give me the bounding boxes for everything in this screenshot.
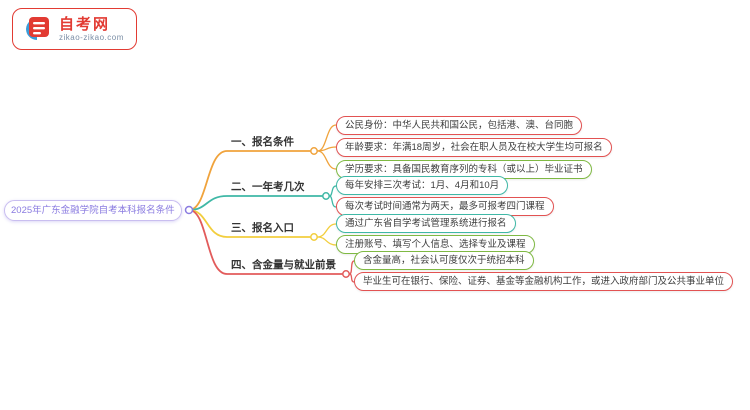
link-branch-2-child-2: [328, 195, 337, 208]
branch-label-1: 一、报名条件: [231, 136, 294, 148]
branch-4-endpoint: [342, 270, 350, 278]
site-logo-text: 自考网 zikao-zikao.com: [59, 16, 124, 42]
leaf-node-age-requirement: 年龄要求：年满18周岁，社会在职人员及在校大学生均可报名: [336, 138, 612, 157]
branch-2-endpoint: [322, 192, 330, 200]
link-branch-1-child-2: [316, 146, 337, 152]
leaf-node-career-prospects: 毕业生可在银行、保险、证券、基金等金融机构工作，或进入政府部门及公共事业单位: [354, 272, 734, 291]
branch-1-endpoint: [310, 147, 318, 155]
leaf-node-citizenship: 公民身份：中华人民共和国公民，包括港、澳、台同胞: [336, 116, 583, 135]
branch-label-2: 二、一年考几次: [231, 181, 305, 193]
root-endpoint: [184, 205, 194, 215]
link-root-branch-3: [188, 209, 311, 238]
link-branch-2-child-1: [328, 185, 337, 197]
site-logo-icon: [21, 14, 51, 44]
branch-label-4: 四、含金量与就业前景: [231, 259, 336, 271]
brand-name: 自考网: [59, 15, 111, 33]
mindmap-root-node: 2025年广东金融学院自考本科报名条件: [4, 200, 182, 221]
leaf-node-recognition: 含金量高，社会认可度仅次于统招本科: [354, 251, 534, 270]
link-root-branch-4: [188, 209, 343, 275]
link-branch-3-child-1: [316, 223, 337, 238]
branch-label-3: 三、报名入口: [231, 222, 294, 234]
link-branch-4-child-1: [348, 260, 355, 275]
leaf-node-registration-system: 通过广东省自学考试管理系统进行报名: [336, 214, 516, 233]
link-root-branch-1: [188, 150, 311, 211]
link-branch-3-child-2: [316, 236, 337, 246]
site-logo[interactable]: 自考网 zikao-zikao.com: [12, 8, 137, 50]
branch-3-endpoint: [310, 233, 318, 241]
brand-domain: zikao-zikao.com: [59, 33, 124, 43]
leaf-node-exam-schedule: 每年安排三次考试：1月、4月和10月: [336, 176, 509, 195]
link-root-branch-2: [188, 195, 323, 211]
link-branch-4-child-2: [348, 273, 355, 283]
link-branch-1-child-3: [316, 150, 337, 170]
